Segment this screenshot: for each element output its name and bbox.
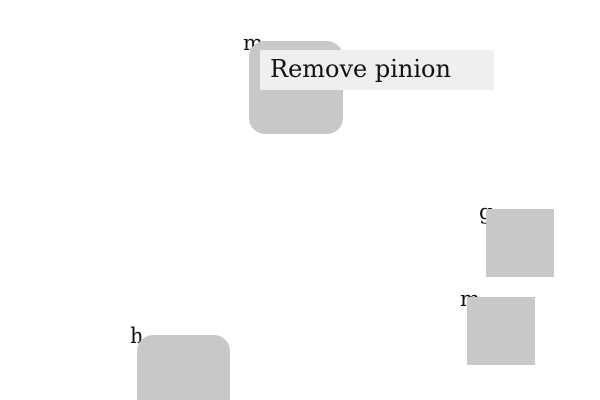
tooltip-text: Remove pinion — [270, 55, 451, 83]
tooltip: Remove pinion — [260, 50, 494, 90]
element-square[interactable] — [486, 209, 554, 277]
element-rounded-square[interactable] — [137, 335, 230, 400]
element-square[interactable] — [467, 297, 535, 365]
